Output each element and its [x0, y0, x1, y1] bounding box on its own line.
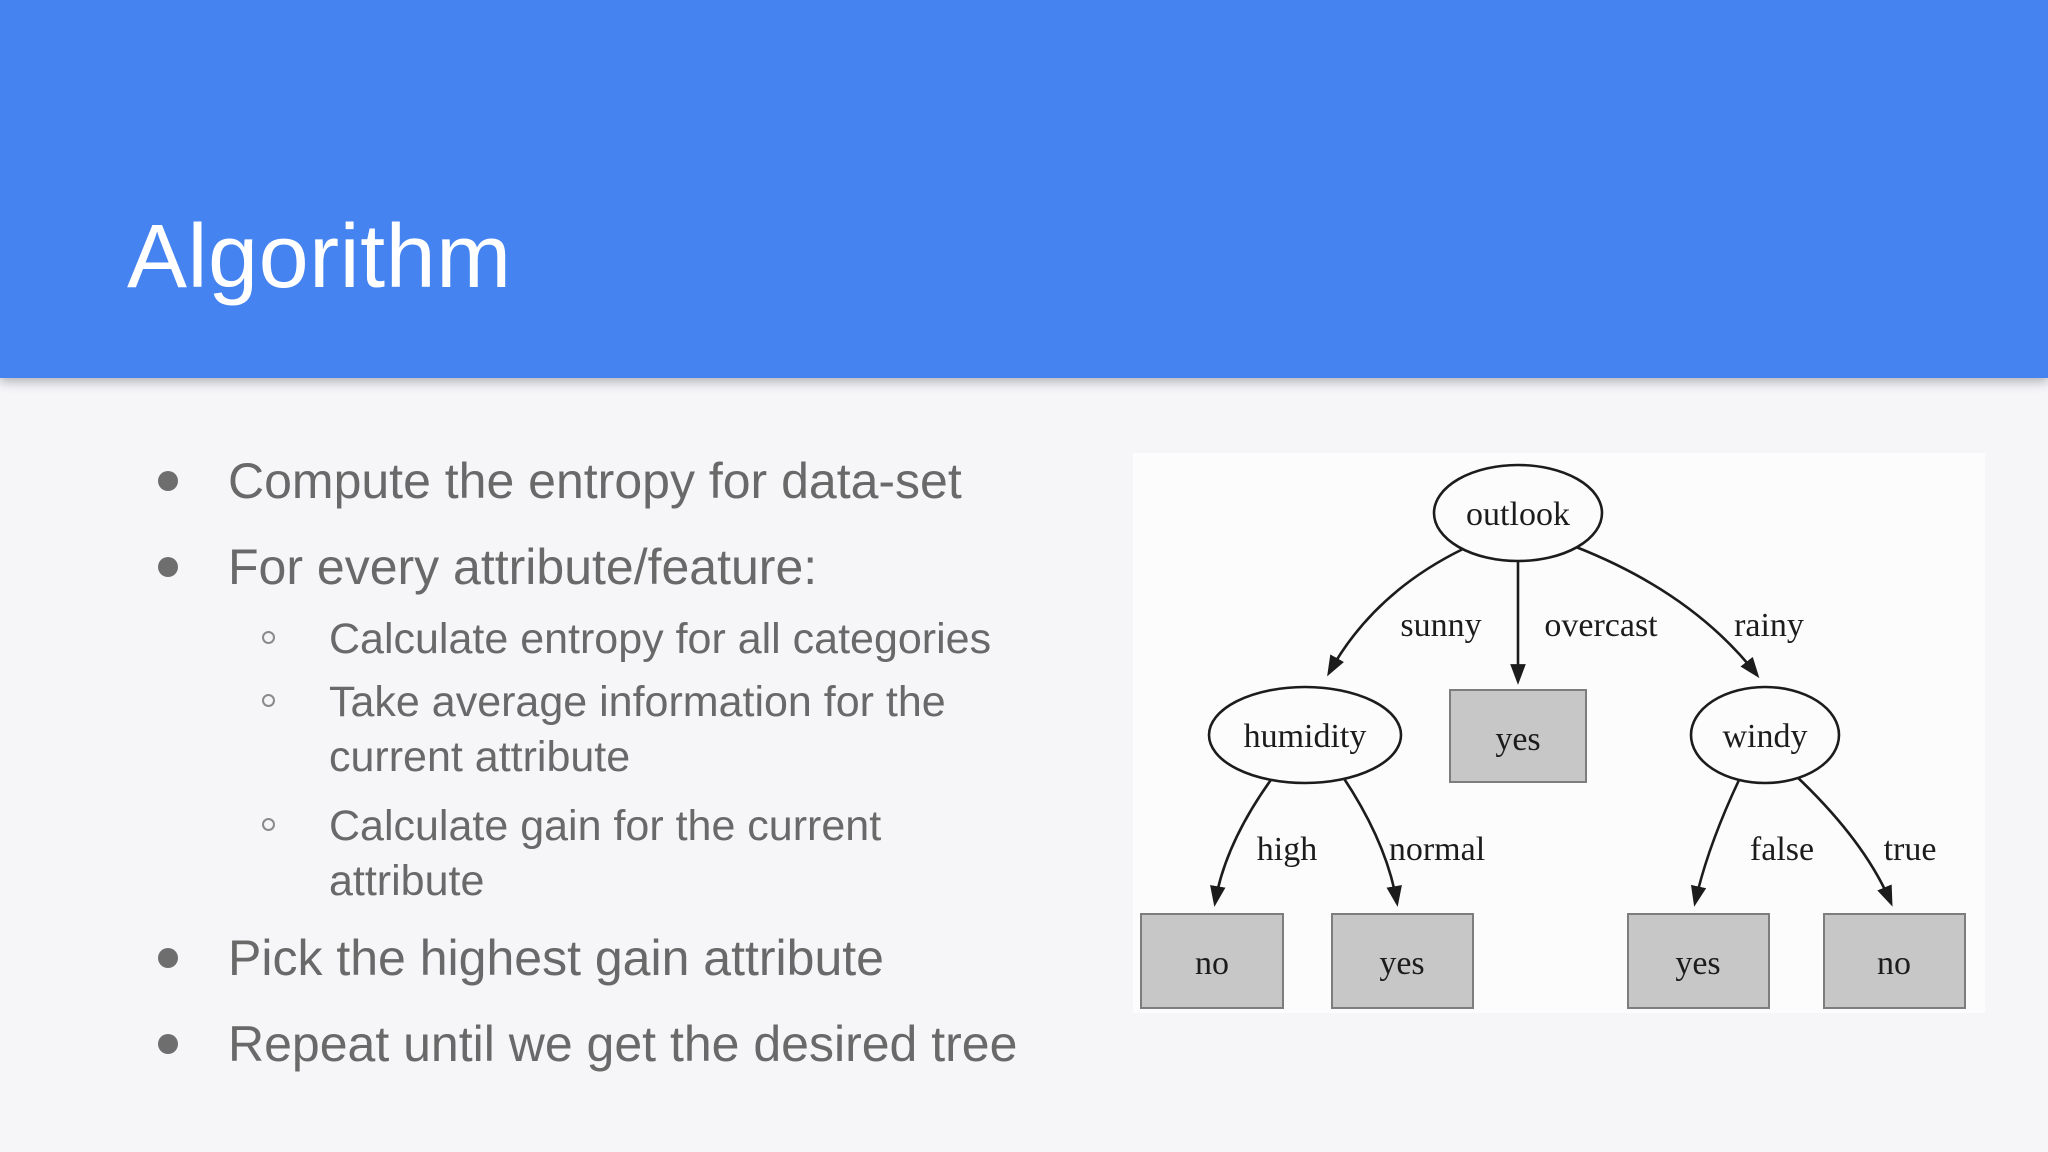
tree-node-yes-false: yes: [1627, 913, 1770, 1009]
hollow-bullet-icon: [262, 818, 275, 831]
bullet-item: Compute the entropy for data-set: [0, 450, 1120, 512]
svg-text:yes: yes: [1675, 945, 1720, 982]
bullet-list: Compute the entropy for data-set For eve…: [0, 450, 1120, 1099]
edge-outlook-windy: [1575, 545, 1760, 679]
tree-node-outlook: outlook: [1432, 463, 1604, 563]
svg-text:humidity: humidity: [1244, 718, 1367, 755]
edge-windy-no: [1794, 774, 1893, 907]
edge-humidity-yes: [1341, 776, 1402, 907]
svg-text:windy: windy: [1723, 718, 1808, 755]
bullet-item: Pick the highest gain attribute: [0, 927, 1120, 989]
edge-label-sunny: sunny: [1400, 607, 1481, 644]
bullet-icon: [158, 557, 178, 577]
edge-label-rainy: rainy: [1734, 607, 1804, 644]
bullet-text: For every attribute/feature:: [228, 539, 818, 595]
sub-bullet-item: Calculate entropy for all categories: [0, 612, 1120, 667]
sub-bullet-text: Calculate entropy for all categories: [329, 615, 992, 663]
tree-node-humidity: humidity: [1207, 685, 1403, 785]
page-title: Algorithm: [127, 207, 512, 307]
hollow-bullet-icon: [262, 631, 275, 644]
tree-edge-labels: sunny overcast rainy high normal false t…: [1257, 607, 1937, 868]
svg-text:no: no: [1877, 945, 1911, 982]
bullet-text: Pick the highest gain attribute: [228, 930, 884, 986]
edge-humidity-no: [1210, 776, 1275, 907]
hollow-bullet-icon: [262, 694, 275, 707]
decision-tree-svg: outlook humidity yes windy no yes: [1140, 463, 1966, 1009]
edge-label-high: high: [1257, 831, 1317, 868]
sub-bullet-text: Calculate gain for the current attribute: [329, 802, 882, 905]
bullet-icon: [158, 471, 178, 491]
sub-bullet-item: Take average information for the current…: [0, 675, 1120, 785]
edge-outlook-humidity: [1327, 547, 1464, 677]
sub-bullet-item: Calculate gain for the current attribute: [0, 799, 1120, 909]
tree-node-yes-overcast: yes: [1449, 689, 1587, 783]
svg-text:no: no: [1195, 945, 1229, 982]
edge-label-overcast: overcast: [1544, 607, 1658, 644]
bullet-text: Compute the entropy for data-set: [228, 453, 962, 509]
decision-tree-diagram: outlook humidity yes windy no yes: [1133, 453, 1985, 1013]
bullet-icon: [158, 1034, 178, 1054]
bullet-item: Repeat until we get the desired tree: [0, 1013, 1120, 1075]
bullet-text: Repeat until we get the desired tree: [228, 1016, 1018, 1072]
tree-edges: [1210, 545, 1893, 907]
svg-text:yes: yes: [1495, 721, 1540, 758]
bullet-icon: [158, 948, 178, 968]
edge-label-false: false: [1750, 831, 1814, 868]
bullet-item: For every attribute/feature:: [0, 536, 1120, 598]
tree-node-windy: windy: [1689, 685, 1841, 785]
tree-node-no-high: no: [1140, 913, 1284, 1009]
tree-node-no-true: no: [1823, 913, 1966, 1009]
edge-windy-yes: [1690, 779, 1741, 907]
svg-text:yes: yes: [1379, 945, 1424, 982]
slide-header-band: Algorithm: [0, 0, 2048, 378]
tree-node-yes-normal: yes: [1331, 913, 1474, 1009]
edge-label-true: true: [1884, 831, 1937, 868]
edge-label-normal: normal: [1389, 831, 1485, 868]
sub-bullet-text: Take average information for the current…: [329, 678, 946, 781]
svg-text:outlook: outlook: [1466, 496, 1570, 533]
